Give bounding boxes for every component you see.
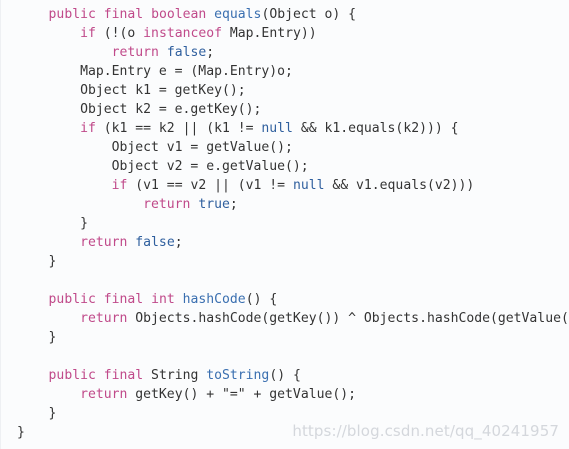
code-token-func: equals	[214, 7, 262, 22]
code-line: Object k2 = e.getKey();	[17, 100, 569, 119]
code-token-plain: Map.Entry))	[222, 26, 317, 41]
code-token-plain: Object v1 = getValue();	[17, 140, 293, 155]
code-token-literal: true	[198, 197, 230, 212]
code-token-plain	[17, 7, 49, 22]
code-token-plain	[17, 121, 80, 136]
code-token-plain: }	[17, 216, 88, 231]
code-line	[17, 347, 569, 366]
code-token-plain: Object k2 = e.getKey();	[17, 102, 262, 117]
code-token-plain	[206, 7, 214, 22]
code-line: return Objects.hashCode(getKey()) ^ Obje…	[17, 309, 569, 328]
code-line: public final boolean equals(Object o) {	[17, 5, 569, 24]
code-token-plain: (v1 == v2 || (v1 !=	[127, 178, 293, 193]
code-token-plain: }	[17, 406, 57, 421]
code-token-keyword: return	[111, 45, 159, 60]
code-block: public final boolean equals(Object o) { …	[17, 5, 569, 442]
code-token-plain: && v1.equals(v2)))	[324, 178, 475, 193]
code-token-plain: }	[17, 425, 25, 440]
code-token-plain	[17, 387, 80, 402]
code-line: }	[17, 252, 569, 271]
code-token-plain	[143, 7, 151, 22]
code-token-plain	[17, 311, 80, 326]
code-token-plain	[159, 45, 167, 60]
code-line: public final int hashCode() {	[17, 290, 569, 309]
code-line: }	[17, 214, 569, 233]
code-token-keyword: if	[80, 121, 96, 136]
code-token-plain	[96, 7, 104, 22]
code-token-type: int	[151, 292, 175, 307]
code-token-plain: Map.Entry e = (Map.Entry)o;	[17, 64, 293, 79]
code-token-func: hashCode	[182, 292, 246, 307]
code-token-func: toString	[206, 368, 270, 383]
code-token-keyword: instanceof	[143, 26, 223, 41]
code-token-plain: Objects.hashCode(getKey()) ^ Objects.has…	[127, 311, 569, 326]
code-token-plain	[96, 292, 104, 307]
code-token-plain: && k1.equals(k2))) {	[292, 121, 459, 136]
code-token-plain: () {	[245, 292, 278, 307]
code-token-plain: getKey() + "=" + getValue();	[127, 387, 357, 402]
code-token-plain: }	[17, 254, 57, 269]
code-line: Object v2 = e.getValue();	[17, 157, 569, 176]
code-line: return getKey() + "=" + getValue();	[17, 385, 569, 404]
code-token-keyword: return	[80, 387, 128, 402]
code-token-plain: (!(o	[95, 26, 144, 41]
code-token-plain	[17, 235, 80, 250]
code-line: if (k1 == k2 || (k1 != null && k1.equals…	[17, 119, 569, 138]
code-token-plain: ;	[229, 197, 238, 212]
code-line: }	[17, 423, 569, 442]
code-token-keyword: final	[103, 292, 144, 307]
code-token-keyword: if	[80, 26, 96, 41]
code-line	[17, 271, 569, 290]
code-token-keyword: return	[143, 197, 191, 212]
code-token-plain	[17, 45, 112, 60]
code-token-keyword: final	[103, 7, 144, 22]
code-token-plain	[17, 26, 80, 41]
code-line: }	[17, 328, 569, 347]
code-token-plain: ;	[206, 45, 215, 60]
code-token-keyword: public	[48, 368, 96, 383]
code-token-plain	[96, 368, 104, 383]
code-token-keyword: if	[111, 178, 128, 193]
code-token-plain: () {	[269, 368, 301, 383]
code-token-keyword: return	[80, 311, 128, 326]
code-token-plain: Object k1 = getKey();	[17, 83, 246, 98]
code-token-plain	[175, 292, 183, 307]
code-token-plain	[143, 292, 151, 307]
code-token-keyword: final	[103, 368, 144, 383]
code-token-literal: false	[135, 235, 175, 250]
code-line: Object v1 = getValue();	[17, 138, 569, 157]
code-token-plain	[17, 178, 112, 193]
code-token-literal: false	[166, 45, 207, 60]
code-line: }	[17, 404, 569, 423]
code-token-plain: }	[17, 330, 57, 345]
code-line: if (v1 == v2 || (v1 != null && v1.equals…	[17, 176, 569, 195]
code-line: Object k1 = getKey();	[17, 81, 569, 100]
code-token-plain	[17, 368, 49, 383]
code-line: return false;	[17, 233, 569, 252]
code-token-plain: Object v2 = e.getValue();	[17, 159, 309, 174]
code-line: Map.Entry e = (Map.Entry)o;	[17, 62, 569, 81]
code-token-type: boolean	[151, 7, 207, 22]
watermark: https://blog.csdn.net/qq_40241957	[292, 422, 559, 440]
code-token-plain	[17, 197, 143, 212]
code-token-literal: null	[292, 178, 325, 193]
code-token-plain: (Object o) {	[261, 7, 357, 22]
code-line: return true;	[17, 195, 569, 214]
code-token-plain: ;	[174, 235, 183, 250]
code-line: return false;	[17, 43, 569, 62]
code-token-plain: String	[143, 368, 207, 383]
code-token-keyword: return	[80, 235, 128, 250]
code-token-plain: (k1 == k2 || (k1 !=	[95, 121, 262, 136]
code-token-literal: null	[261, 121, 293, 136]
code-line: public final String toString() {	[17, 366, 569, 385]
code-token-plain	[17, 292, 49, 307]
code-token-keyword: public	[48, 292, 96, 307]
code-line: if (!(o instanceof Map.Entry))	[17, 24, 569, 43]
code-token-keyword: public	[48, 7, 96, 22]
